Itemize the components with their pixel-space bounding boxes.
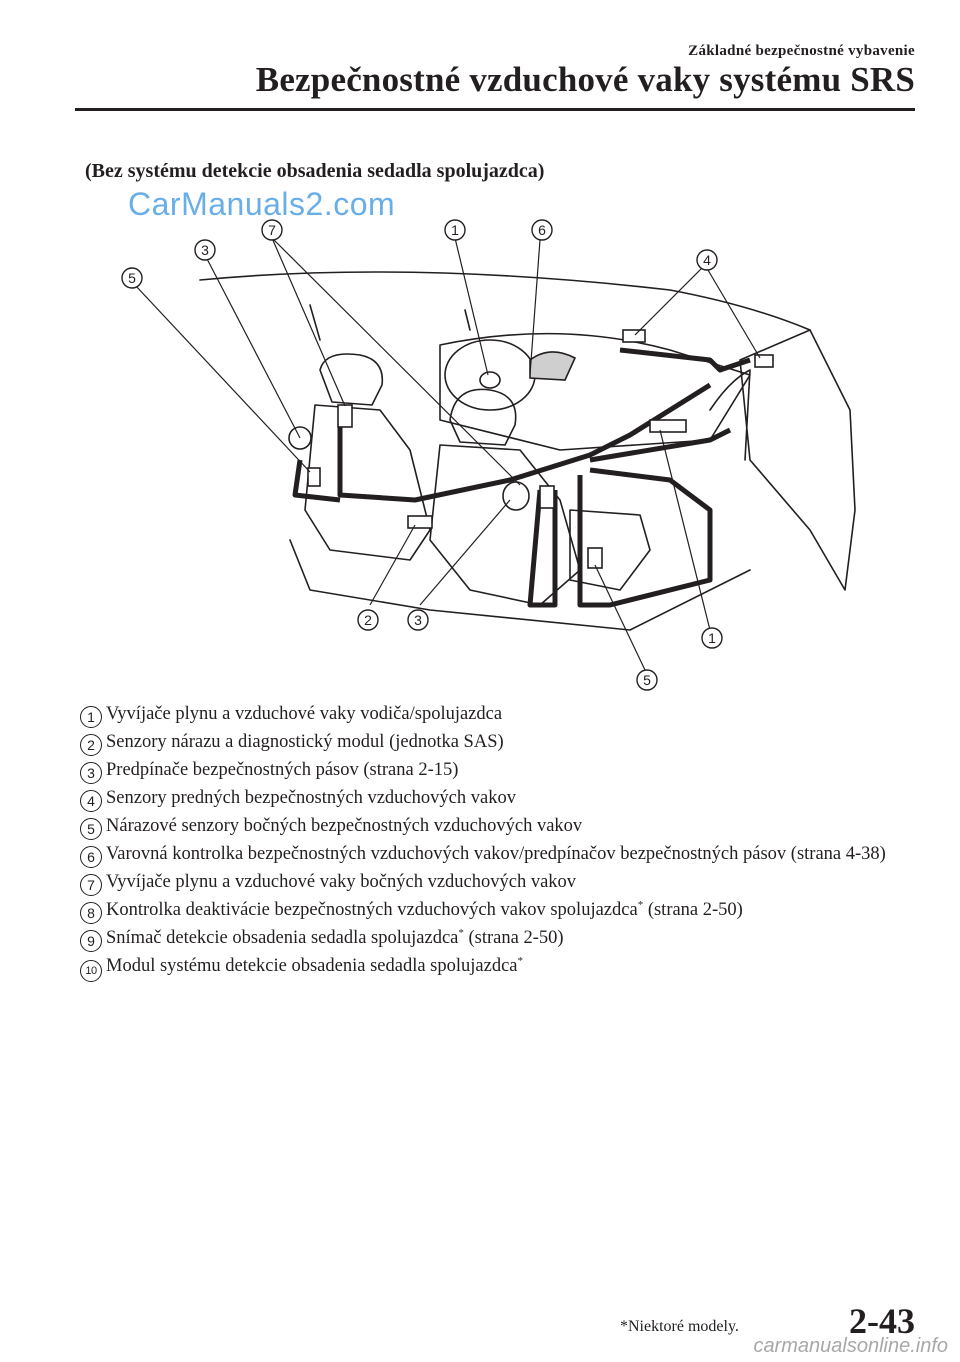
- page-number: 2-43: [849, 1301, 915, 1341]
- legend-number: 8: [80, 902, 102, 924]
- legend-number: 10: [80, 960, 102, 982]
- callout-5b: 5: [636, 669, 658, 691]
- svg-text:6: 6: [538, 222, 546, 238]
- legend-text: Senzory predných bezpečnostných vzduchov…: [106, 788, 516, 808]
- side-impact-sensor: [307, 467, 321, 487]
- footnote-marker: *: [517, 954, 524, 967]
- callout-6: 6: [531, 219, 553, 241]
- passenger-headrest: [449, 388, 517, 446]
- legend-text: Kontrolka deaktivácie bezpečnostných vzd…: [106, 900, 638, 920]
- svg-text:1: 1: [451, 222, 459, 238]
- side-airbag-inflator: [337, 404, 353, 428]
- footnote: *Niektoré modely.: [620, 1318, 739, 1335]
- svg-text:4: 4: [703, 252, 711, 268]
- svg-text:5: 5: [643, 672, 651, 688]
- header-divider: [75, 108, 915, 111]
- legend-text: Snímač detekcie obsadenia sedadla spoluj…: [106, 928, 459, 948]
- svg-text:7: 7: [268, 222, 276, 238]
- passenger-seat: [429, 444, 581, 606]
- svg-text:3: 3: [414, 612, 422, 628]
- front-crash-sensor: [622, 329, 646, 343]
- svg-text:2: 2: [364, 612, 372, 628]
- legend-number: 4: [80, 790, 102, 812]
- passenger-pretensioner: [502, 481, 530, 511]
- svg-text:5: 5: [128, 270, 136, 286]
- legend-text: Predpínače bezpečnostných pásov (strana …: [106, 760, 459, 780]
- front-sensor-box: [649, 419, 687, 433]
- section-label: Základné bezpečnostné vybavenie: [688, 43, 915, 59]
- diagram-subtitle: (Bez systému detekcie obsadenia sedadla …: [85, 160, 545, 182]
- legend-text: Vyvíjače plynu a vzduchové vaky bočných …: [106, 872, 577, 892]
- legend-number: 2: [80, 734, 102, 756]
- svg-text:1: 1: [708, 630, 716, 646]
- callout-3b: 3: [407, 609, 429, 631]
- legend-number: 1: [80, 706, 102, 728]
- callout-1: 1: [444, 219, 466, 241]
- watermark-text: CarManuals2.com: [128, 186, 396, 222]
- srs-airbag-diagram: 7 1 6 3 5 4 2 3 1 5: [121, 219, 856, 691]
- page-title: Bezpečnostné vzduchové vaky systému SRS: [255, 60, 915, 99]
- roof-outline: [199, 271, 811, 331]
- wiring-harness: [292, 347, 751, 608]
- door-outline: [739, 329, 856, 591]
- callout-4: 4: [696, 249, 718, 271]
- callout-3: 3: [194, 239, 216, 261]
- sas-unit: [407, 515, 433, 529]
- callout-1b: 1: [701, 627, 723, 649]
- footer-watermark: carmanualsonline.info: [753, 1335, 948, 1357]
- footnote-marker: *: [637, 898, 644, 911]
- svg-text:3: 3: [201, 242, 209, 258]
- legend-number: 5: [80, 818, 102, 840]
- legend-page-ref: (strana 2-50): [643, 900, 743, 920]
- legend-text: Varovná kontrolka bezpečnostných vzducho…: [106, 844, 886, 864]
- footnote-marker: *: [458, 926, 464, 939]
- callout-7: 7: [261, 219, 283, 241]
- legend-number: 7: [80, 874, 102, 896]
- legend-number: 6: [80, 846, 102, 868]
- legend-text: Nárazové senzory bočných bezpečnostných …: [106, 816, 583, 836]
- driver-headrest: [319, 353, 384, 406]
- legend-text: Senzory nárazu a diagnostický modul (jed…: [106, 732, 504, 752]
- driver-seat: [304, 404, 431, 561]
- callout-5: 5: [121, 267, 143, 289]
- callout-2: 2: [357, 609, 379, 631]
- legend-number: 3: [80, 762, 102, 784]
- legend-text: Vyvíjače plynu a vzduchové vaky vodiča/s…: [106, 704, 503, 724]
- legend-page-ref: (strana 2-50): [463, 928, 564, 948]
- legend-number: 9: [80, 930, 102, 952]
- legend-text: Modul systému detekcie obsadenia sedadla…: [106, 956, 518, 976]
